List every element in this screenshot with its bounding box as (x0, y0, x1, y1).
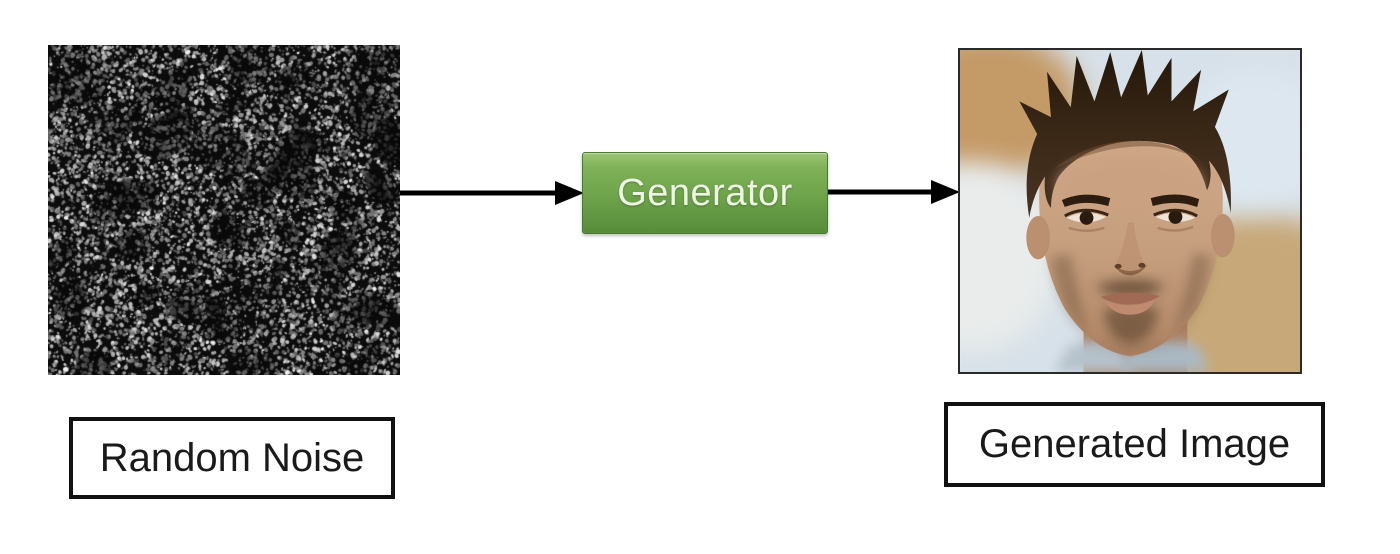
generated-image-label: Generated Image (944, 402, 1325, 487)
arrow-noise-to-generator (400, 181, 584, 205)
random-noise-label: Random Noise (69, 417, 395, 499)
generated-image-label-text: Generated Image (978, 422, 1291, 466)
generator-box: Generator (582, 152, 828, 234)
arrow-generator-to-image (828, 180, 960, 204)
face-illustration (960, 50, 1300, 372)
generated-face-image (958, 48, 1302, 374)
random-noise-label-text: Random Noise (99, 435, 365, 480)
generator-label: Generator (617, 171, 793, 214)
random-noise-image (48, 45, 400, 375)
